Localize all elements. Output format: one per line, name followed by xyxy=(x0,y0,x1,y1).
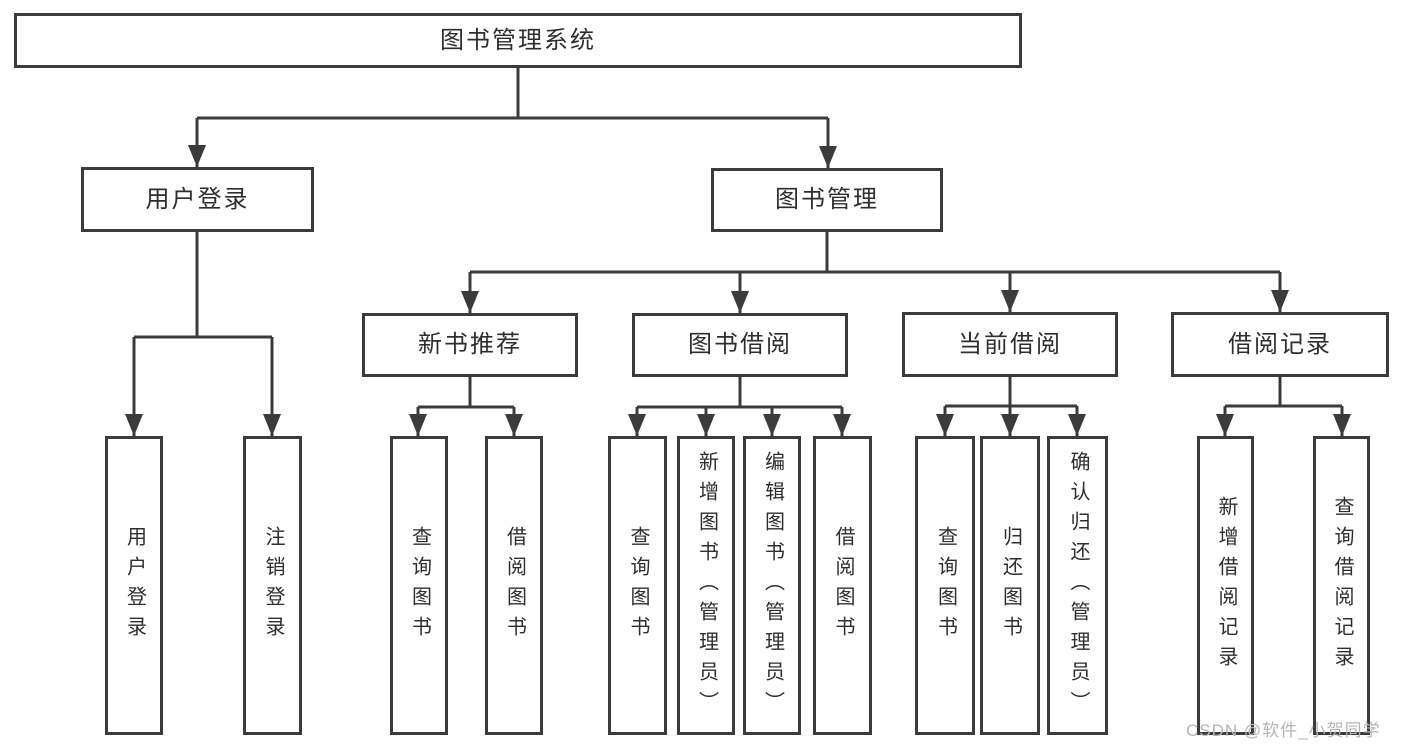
leaf-confirm-return-admin: 确认归还（管理员） xyxy=(1047,436,1108,735)
leaf-logout: 注销登录 xyxy=(243,436,302,735)
leaf-borrow-books-2: 借阅图书 xyxy=(813,436,872,735)
leaf-query-books-2: 查询图书 xyxy=(608,436,667,735)
node-borrow-records: 借阅记录 xyxy=(1171,312,1389,377)
leaf-query-books-3: 查询图书 xyxy=(915,436,975,735)
node-current-borrow: 当前借阅 xyxy=(902,312,1118,377)
leaf-edit-books-admin: 编辑图书（管理员） xyxy=(743,436,801,735)
leaf-borrow-books-1: 借阅图书 xyxy=(485,436,543,735)
node-book-management: 图书管理 xyxy=(711,168,943,232)
leaf-add-borrow-record: 新增借阅记录 xyxy=(1197,436,1254,735)
node-root-system: 图书管理系统 xyxy=(14,13,1022,68)
connector-group xyxy=(125,68,1351,436)
leaf-query-borrow-record: 查询借阅记录 xyxy=(1313,436,1370,735)
leaf-return-books: 归还图书 xyxy=(980,436,1040,735)
csdn-watermark: CSDN @软件_小贺同学 xyxy=(1186,721,1381,740)
node-user-login: 用户登录 xyxy=(81,167,314,232)
node-new-book-recommend: 新书推荐 xyxy=(362,313,578,377)
leaf-query-books-1: 查询图书 xyxy=(390,436,448,735)
leaf-add-books-admin: 新增图书（管理员） xyxy=(677,436,735,735)
leaf-user-login: 用户登录 xyxy=(105,436,163,735)
node-book-borrow: 图书借阅 xyxy=(632,313,848,377)
connector-trunks xyxy=(134,68,1342,409)
